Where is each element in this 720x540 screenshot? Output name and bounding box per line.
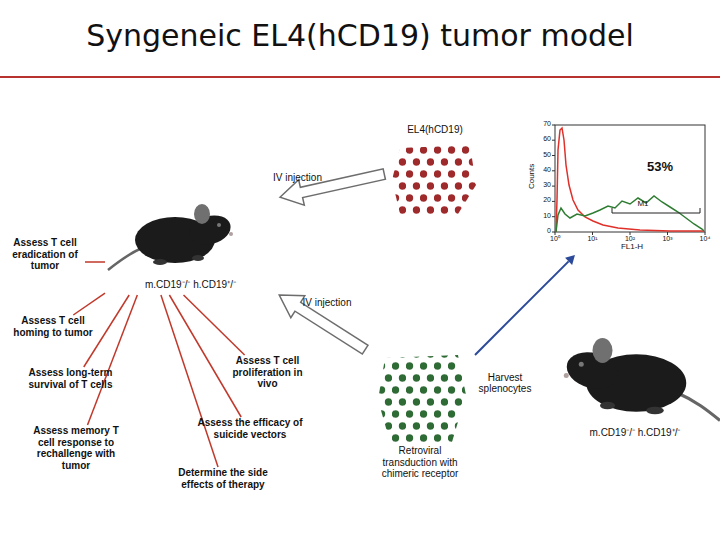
- node-label: m.CD19⁻/⁻ h.CD19⁺/⁻: [145, 279, 275, 291]
- slide-title: Syngeneic EL4(hCD19) tumor model: [0, 18, 720, 53]
- connector-line: [88, 295, 138, 425]
- plot-frame: [555, 125, 705, 232]
- link-line: [161, 295, 218, 467]
- connector-line: [73, 293, 105, 315]
- assay-text: Determine the side effects of therapy: [168, 467, 278, 490]
- node-label: m.CD19⁻/⁻ h.CD19⁺/⁻: [565, 427, 705, 439]
- assay-note: Assess T cell eradication of tumor: [5, 237, 85, 287]
- title-rule: [0, 76, 720, 78]
- mouse-group: m.CD19⁻/⁻ h.CD19⁺/⁻: [545, 325, 720, 440]
- tick-label: 30: [534, 181, 551, 189]
- control-curve: [556, 128, 704, 232]
- tick-label: 40: [534, 166, 551, 174]
- link-line: [88, 295, 138, 425]
- tick-label: 10¹: [583, 235, 603, 243]
- step-note: Harvest splenocytes: [470, 372, 540, 394]
- edge-label: IV injection: [255, 172, 340, 184]
- block-arrow: [279, 295, 366, 350]
- tick-label: 10⁴: [695, 235, 715, 243]
- connector-line: [475, 255, 575, 355]
- assay-note: Determine the side effects of therapy: [168, 467, 278, 497]
- assay-note: Assess long-term survival of T cells: [28, 367, 113, 409]
- gate-label: M1: [628, 200, 658, 209]
- connector-line: [169, 295, 241, 417]
- assay-text: Assess memory T cell response to rechall…: [30, 425, 122, 471]
- connector-line: [184, 295, 245, 355]
- mouse-figure: [563, 338, 720, 421]
- node-label: EL4(hCD19): [385, 124, 485, 136]
- node-label: 53%: [630, 160, 690, 175]
- link-line: [184, 295, 245, 355]
- tick-label: 10³: [658, 235, 678, 243]
- axis-title: Counts: [528, 151, 537, 201]
- tick-label: 10²: [620, 235, 640, 243]
- mouse-group: m.CD19⁻/⁻ h.CD19⁺/⁻: [105, 190, 280, 295]
- assay-text: Assess T cell eradication of tumor: [5, 237, 85, 272]
- assay-note: Assess T cell proliferation in vivo: [225, 355, 310, 400]
- assay-text: Assess T cell homing to tumor: [3, 315, 103, 338]
- t-cells: [378, 355, 466, 442]
- gate-bracket: [612, 208, 700, 213]
- assay-text: Assess T cell proliferation in vivo: [225, 355, 310, 390]
- axis-ticks: [552, 125, 705, 235]
- stained-curve: [556, 196, 704, 232]
- tick-label: 20: [534, 196, 551, 204]
- connector-line: [85, 262, 105, 263]
- tick-label: 60: [534, 135, 551, 143]
- edge-label: IV injection: [292, 297, 362, 309]
- arrow-line: [475, 261, 569, 355]
- assay-text: Assess long-term survival of T cells: [28, 367, 113, 390]
- tumor-cells: [392, 145, 476, 214]
- tick-label: 10⁰: [545, 235, 565, 243]
- link-line: [169, 295, 241, 417]
- transduced-cell-cluster: Retroviral transduction with chimeric re…: [365, 350, 475, 505]
- histogram-plot: [552, 125, 705, 235]
- mouse-figure: [108, 204, 234, 270]
- connector-line: [161, 295, 218, 467]
- tick-label: 70: [534, 120, 551, 128]
- assay-note: Assess the efficacy of suicide vectors: [195, 417, 305, 447]
- link-line: [85, 261, 105, 263]
- arrow-shaft-fill: [294, 305, 364, 350]
- arrow-head: [565, 255, 575, 265]
- tumor-cell-cluster: EL4(hCD19): [385, 122, 485, 217]
- flow-histogram: 53%: [530, 115, 715, 255]
- node-label: Retroviral transduction with chimeric re…: [373, 445, 467, 480]
- tick-label: 0: [534, 227, 551, 235]
- axis-title: FL1-H: [612, 243, 652, 252]
- assay-note: Assess T cell homing to tumor: [3, 315, 103, 343]
- assay-text: Assess the efficacy of suicide vectors: [195, 417, 305, 440]
- link-line: [73, 293, 105, 315]
- tick-label: 10: [534, 212, 551, 220]
- assay-note: Assess memory T cell response to rechall…: [30, 425, 122, 485]
- tick-label: 50: [534, 151, 551, 159]
